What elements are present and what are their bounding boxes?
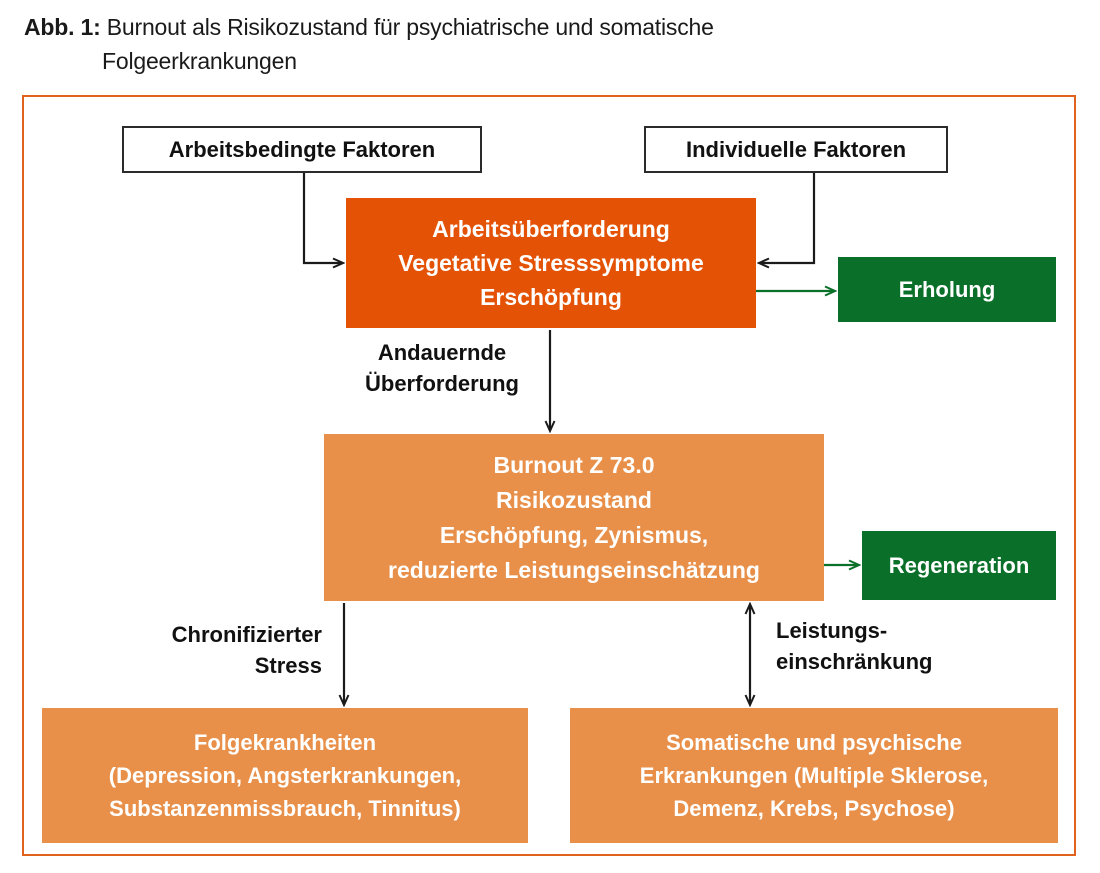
node-somatic-psychic-diseases-label: Somatische und psychische Erkrankungen (… (639, 730, 989, 821)
node-recovery[interactable]: Erholung (838, 257, 1056, 322)
caption-line-1: Burnout als Risikozustand für psychiatri… (106, 14, 714, 40)
node-burnout-label: Burnout Z 73.0 Risikozustand Erschöpfung… (388, 451, 760, 583)
figure-caption: Abb. 1: Burnout als Risikozustand für ps… (24, 10, 1024, 78)
node-work-overload[interactable]: Arbeitsüberforderung Vegetative Stresssy… (346, 198, 756, 328)
node-regeneration[interactable]: Regeneration (862, 531, 1056, 600)
edge-label-performance-impairment: Leistungs- einschränkung (776, 618, 933, 674)
node-consequent-diseases-label: Folgekrankheiten (Depression, Angsterkra… (108, 730, 462, 821)
node-work-factors[interactable]: Arbeitsbedingte Faktoren (122, 126, 482, 173)
node-individual-factors-label: Individuelle Faktoren (685, 136, 907, 162)
edge-work-factors-to-overload (302, 173, 342, 263)
node-somatic-psychic-diseases[interactable]: Somatische und psychische Erkrankungen (… (570, 708, 1058, 843)
node-consequent-diseases[interactable]: Folgekrankheiten (Depression, Angsterkra… (42, 708, 528, 843)
edge-label-persistent-overload: Andauernde Überforderung (365, 340, 519, 396)
edge-label-chronic-stress: Chronifizierter Stress (171, 622, 322, 678)
figure-frame: Arbeitsbedingte Faktoren Individuelle Fa… (22, 95, 1076, 856)
node-work-overload-label: Arbeitsüberforderung Vegetative Stresssy… (398, 216, 704, 310)
node-work-factors-label: Arbeitsbedingte Faktoren (168, 136, 436, 162)
node-burnout[interactable]: Burnout Z 73.0 Risikozustand Erschöpfung… (324, 434, 824, 601)
figure-number: Abb. 1: (24, 14, 101, 40)
edge-individual-factors-to-overload (760, 173, 816, 263)
node-recovery-label: Erholung (898, 276, 996, 302)
node-regeneration-label: Regeneration (888, 552, 1030, 578)
node-individual-factors[interactable]: Individuelle Faktoren (644, 126, 948, 173)
caption-line-2: Folgeerkrankungen (102, 48, 297, 74)
